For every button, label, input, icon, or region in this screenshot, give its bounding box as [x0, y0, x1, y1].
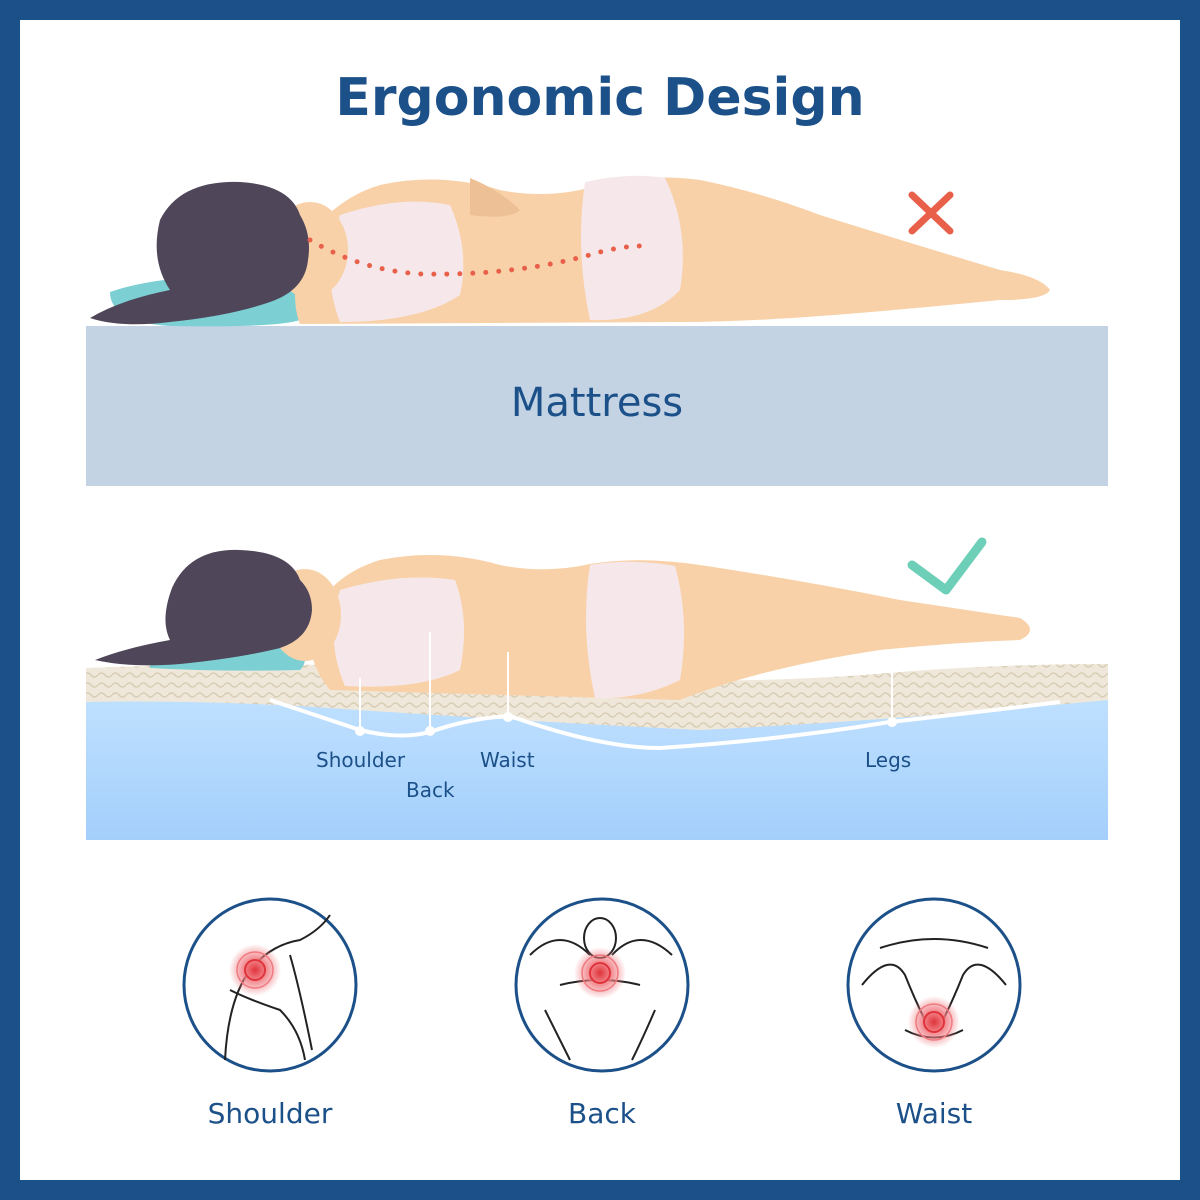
shoulder-pain-icon [182, 897, 358, 1073]
support-curve [269, 698, 1061, 751]
pressure-dots [355, 712, 897, 736]
page-title: Ergonomic Design [335, 68, 865, 128]
top-scene [86, 175, 1108, 486]
point-label-waist: Waist [480, 748, 535, 772]
point-label-shoulder: Shoulder [316, 748, 406, 772]
pain-label-waist: Waist [895, 1097, 973, 1130]
pain-label-back: Back [568, 1097, 636, 1130]
mattress-label: Mattress [510, 380, 684, 426]
pressure-markers [359, 632, 893, 730]
sleeper-body-top [295, 175, 1050, 324]
sleeper-body-bottom [309, 555, 1031, 700]
pain-label-shoulder: Shoulder [207, 1097, 333, 1130]
bottom-scene [86, 537, 1108, 840]
point-label-legs: Legs [865, 748, 912, 772]
spine-misaligned [307, 237, 643, 277]
hair-top [90, 181, 309, 325]
lower-back-pain-icon [846, 897, 1022, 1073]
cross-icon [908, 191, 954, 235]
hair-bottom [95, 549, 312, 666]
plain-mattress [86, 326, 1108, 486]
neck-back-pain-icon [514, 897, 690, 1073]
point-label-back: Back [406, 778, 455, 802]
check-icon [907, 537, 987, 595]
